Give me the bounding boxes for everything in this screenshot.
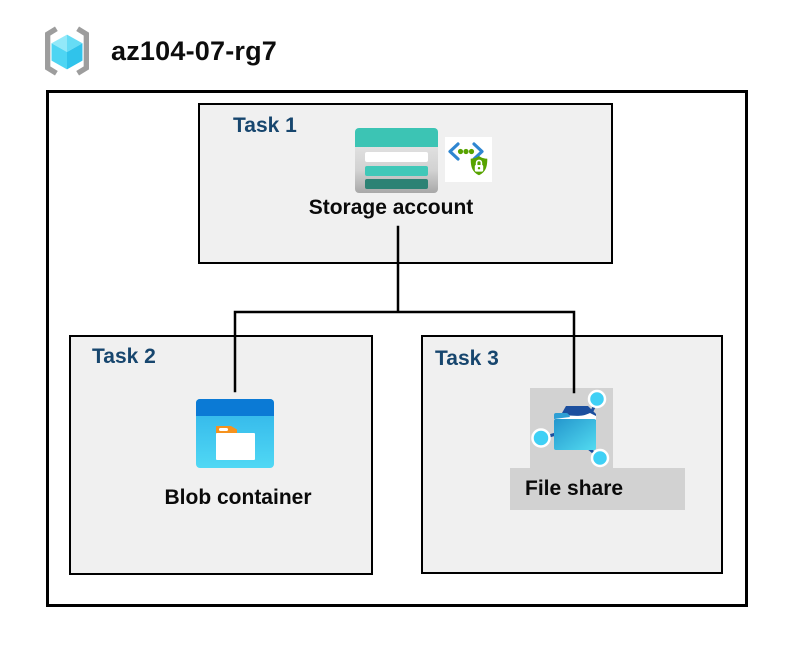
task1-label: Task 1	[233, 114, 297, 137]
storage-account-icon	[355, 128, 438, 193]
blob-container-icon	[196, 399, 274, 468]
blob-container-label: Blob container	[164, 486, 312, 509]
file-share-icon	[530, 388, 613, 468]
task3-label: Task 3	[435, 347, 499, 370]
file-share-label-band: File share	[510, 468, 685, 510]
task2-label: Task 2	[92, 345, 156, 368]
resource-group-icon	[45, 26, 89, 76]
file-share-label: File share	[525, 477, 624, 500]
storage-account-label: Storage account	[308, 196, 474, 219]
sas-security-icon	[445, 137, 492, 182]
resource-group-header: az104-07-rg7	[38, 22, 277, 80]
resource-group-name: az104-07-rg7	[111, 35, 277, 66]
